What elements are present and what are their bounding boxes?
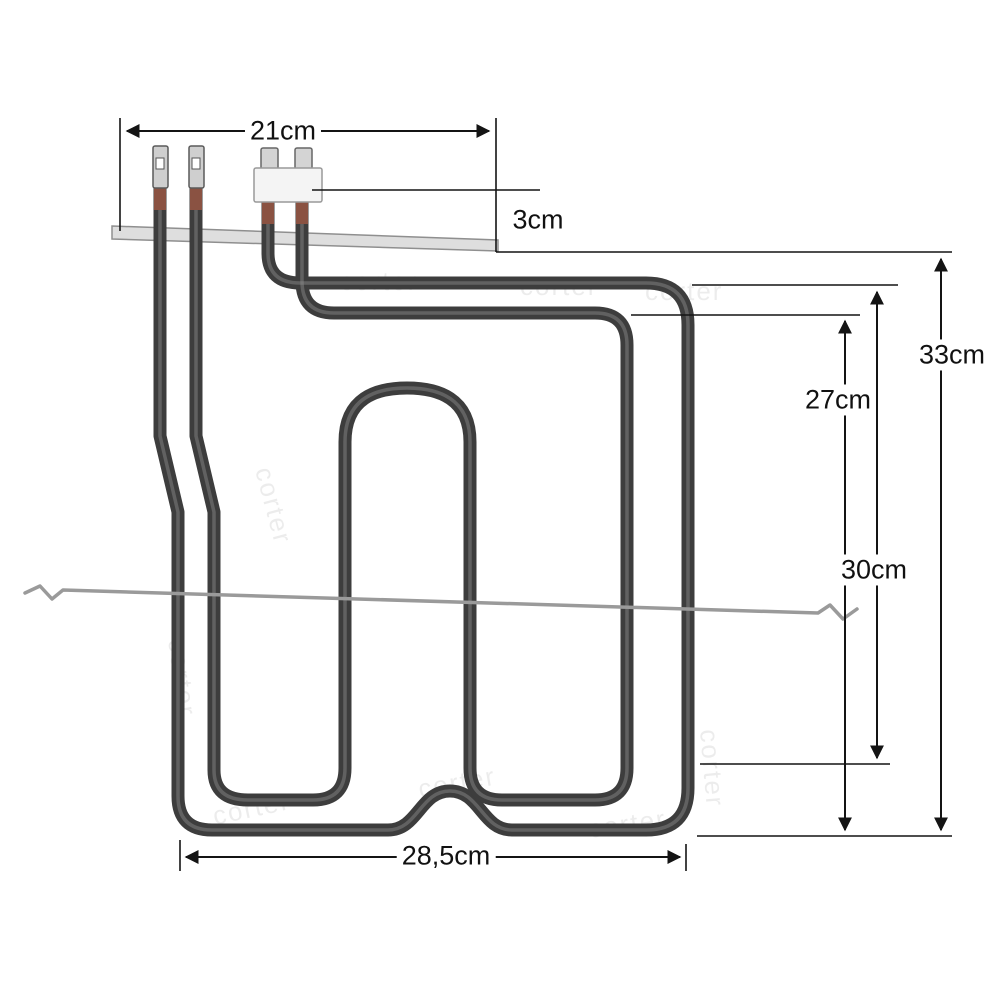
watermark-layer: corter corter corter corter corter corte…	[162, 266, 731, 844]
support-rod	[23, 584, 859, 621]
terminal-connectors	[152, 145, 323, 203]
ceramic-terminal-block	[253, 167, 323, 203]
inner-tube-highlight	[194, 176, 629, 802]
dimension-label-overall-height: 33cm	[913, 339, 991, 371]
inner-tube-circuit	[189, 171, 634, 807]
dimension-label-lower-inner-height: 30cm	[835, 554, 913, 586]
outer-tube-circuit	[153, 171, 695, 837]
outer-tube-highlight	[158, 176, 690, 832]
terminal-slot	[191, 157, 201, 170]
heating-element-tubes	[153, 171, 695, 837]
terminal-slot	[155, 157, 165, 170]
watermark-text: corter	[694, 728, 731, 809]
dimension-label-upper-inner-height: 27cm	[799, 384, 877, 416]
dimension-label-top-width: 21cm	[244, 115, 322, 147]
dimension-label-bracket-offset: 3cm	[507, 204, 569, 236]
dimension-label-bottom-width: 28,5cm	[396, 840, 496, 872]
watermark-text: corter	[249, 464, 298, 548]
